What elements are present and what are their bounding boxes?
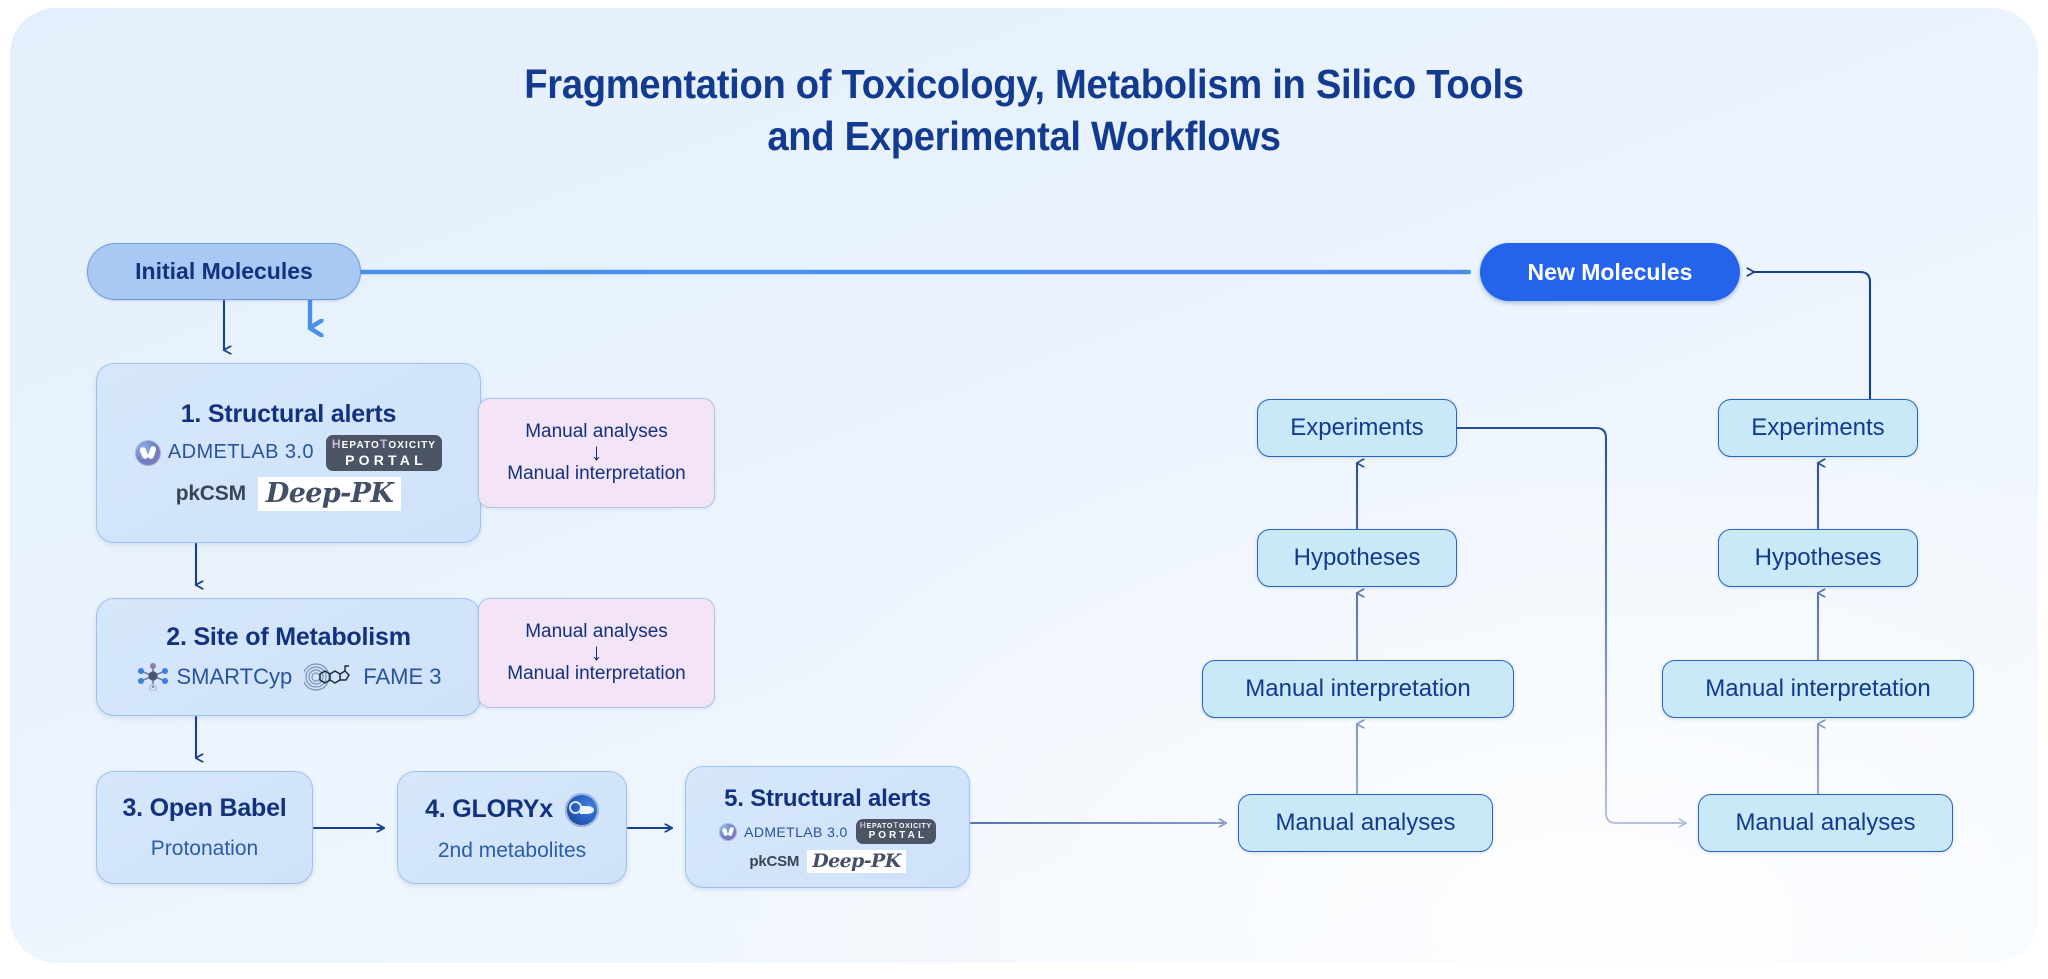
stage5-tool-row-1: ADMETLAB 3.0 HEPATOTOXICITY PORTAL: [719, 819, 936, 844]
node-manual-analyses-b[interactable]: Manual analyses: [1698, 794, 1953, 852]
stage3-sub: Protonation: [150, 837, 259, 860]
stage2-tool-row: SMARTCyp FAME 3: [136, 662, 441, 692]
stage1-heading: 1. Structural alerts: [180, 399, 397, 428]
node-hypotheses-b[interactable]: Hypotheses: [1718, 529, 1918, 587]
hypotheses-b-label: Hypotheses: [1754, 544, 1882, 571]
note-manual-workflow-1: Manual analyses ↓ Manual interpretation: [478, 398, 715, 508]
pkcsm-wordmark[interactable]: pkCSM: [175, 481, 246, 505]
hepa-line-top: HEPATOTOXICITY: [331, 436, 437, 451]
edge-exp-b-to-new-molecules: [1754, 272, 1872, 401]
manual1-down-arrow-icon: ↓: [590, 439, 603, 467]
hepatotoxicity-portal-icon[interactable]: HEPATOTOXICITY PORTAL: [855, 819, 936, 844]
node-stage-5-structural-alerts[interactable]: 5. Structural alerts ADMETLAB 3.0 HEPATO…: [685, 766, 970, 888]
hepa-line-bottom: PORTAL: [345, 451, 427, 468]
tool-admetlab[interactable]: ADMETLAB 3.0: [134, 439, 314, 466]
node-experiments-a[interactable]: Experiments: [1257, 399, 1457, 457]
node-experiments-b[interactable]: Experiments: [1718, 399, 1918, 457]
manual1-line-1: Manual analyses: [525, 421, 668, 443]
stage4-heading: 4. GLORYx: [425, 795, 553, 823]
node-stage-4-gloryx[interactable]: 4. GLORYx 2nd metabolites: [397, 771, 627, 884]
hypotheses-a-label: Hypotheses: [1293, 544, 1421, 571]
edge-new-molecules-feedback-to-stage1: [310, 269, 1472, 328]
hepa-line-top: HEPATOTOXICITY: [859, 820, 932, 830]
title-line-2: and Experimental Workflows: [767, 113, 1281, 160]
manual-interpretation-b-label: Manual interpretation: [1705, 675, 1931, 702]
experiments-b-label: Experiments: [1751, 414, 1885, 441]
tool-admetlab[interactable]: ADMETLAB 3.0: [719, 822, 848, 841]
page-title: Fragmentation of Toxicology, Metabolism …: [81, 58, 1967, 162]
admetlab-label: ADMETLAB 3.0: [744, 823, 848, 840]
manual2-down-arrow-icon: ↓: [590, 639, 603, 667]
manual-interpretation-a-label: Manual interpretation: [1245, 675, 1471, 702]
admetlab-icon: [719, 822, 738, 841]
stage5-tool-row-2: pkCSM Deep-PK: [749, 850, 906, 873]
experiments-a-label: Experiments: [1290, 414, 1424, 441]
stage4-sub: 2nd metabolites: [437, 838, 587, 862]
note-manual-workflow-2: Manual analyses ↓ Manual interpretation: [478, 598, 715, 708]
smartcyp-label: SMARTCyp: [176, 663, 293, 689]
diagram-canvas: Fragmentation of Toxicology, Metabolism …: [10, 8, 2038, 963]
new-molecules-label: New Molecules: [1527, 258, 1693, 285]
hepa-line-bottom: PORTAL: [868, 830, 927, 841]
manual-analyses-b-label: Manual analyses: [1735, 809, 1916, 836]
hepatotoxicity-portal-icon[interactable]: HEPATOTOXICITY PORTAL: [325, 434, 443, 471]
stage1-tool-row-1: ADMETLAB 3.0 HEPATOTOXICITY PORTAL: [134, 434, 443, 471]
stage1-tool-row-2: pkCSM Deep-PK: [175, 476, 402, 511]
tool-fame3[interactable]: FAME 3: [304, 662, 441, 692]
node-stage-2-site-of-metabolism[interactable]: 2. Site of Metabolism SMARTCyp: [96, 598, 481, 716]
gloryx-icon: [564, 792, 599, 827]
deep-pk-wordmark[interactable]: Deep-PK: [257, 476, 402, 511]
node-manual-interpretation-a[interactable]: Manual interpretation: [1202, 660, 1514, 718]
title-line-1: Fragmentation of Toxicology, Metabolism …: [524, 61, 1524, 107]
manual2-line-2: Manual interpretation: [507, 662, 686, 684]
deep-pk-wordmark[interactable]: Deep-PK: [807, 850, 906, 873]
admetlab-icon: [134, 439, 161, 466]
admetlab-label: ADMETLAB 3.0: [167, 441, 314, 463]
node-initial-molecules[interactable]: Initial Molecules: [87, 243, 361, 300]
stage3-heading: 3. Open Babel: [122, 794, 287, 822]
manual2-line-1: Manual analyses: [525, 621, 668, 643]
stage2-heading: 2. Site of Metabolism: [166, 622, 411, 651]
fame3-icon: [304, 662, 350, 691]
stage5-heading: 5. Structural alerts: [724, 785, 931, 812]
node-manual-interpretation-b[interactable]: Manual interpretation: [1662, 660, 1974, 718]
manual-analyses-a-label: Manual analyses: [1275, 809, 1456, 836]
node-new-molecules[interactable]: New Molecules: [1480, 243, 1740, 301]
pkcsm-wordmark[interactable]: pkCSM: [749, 853, 800, 870]
node-hypotheses-a[interactable]: Hypotheses: [1257, 529, 1457, 587]
node-manual-analyses-a[interactable]: Manual analyses: [1238, 794, 1493, 852]
tool-smartcyp[interactable]: SMARTCyp: [136, 662, 293, 691]
edge-exp-a-to-mana-b: [1455, 426, 1686, 823]
node-stage-1-structural-alerts[interactable]: 1. Structural alerts ADMETLAB 3.0 HEPATO…: [96, 363, 481, 543]
initial-molecules-label: Initial Molecules: [135, 258, 313, 284]
smartcyp-icon: [137, 662, 168, 691]
fame3-label: FAME 3: [363, 663, 442, 689]
node-stage-3-open-babel[interactable]: 3. Open Babel Protonation: [96, 771, 313, 884]
stage4-heading-row: 4. GLORYx: [425, 792, 599, 827]
manual1-line-2: Manual interpretation: [507, 462, 686, 484]
